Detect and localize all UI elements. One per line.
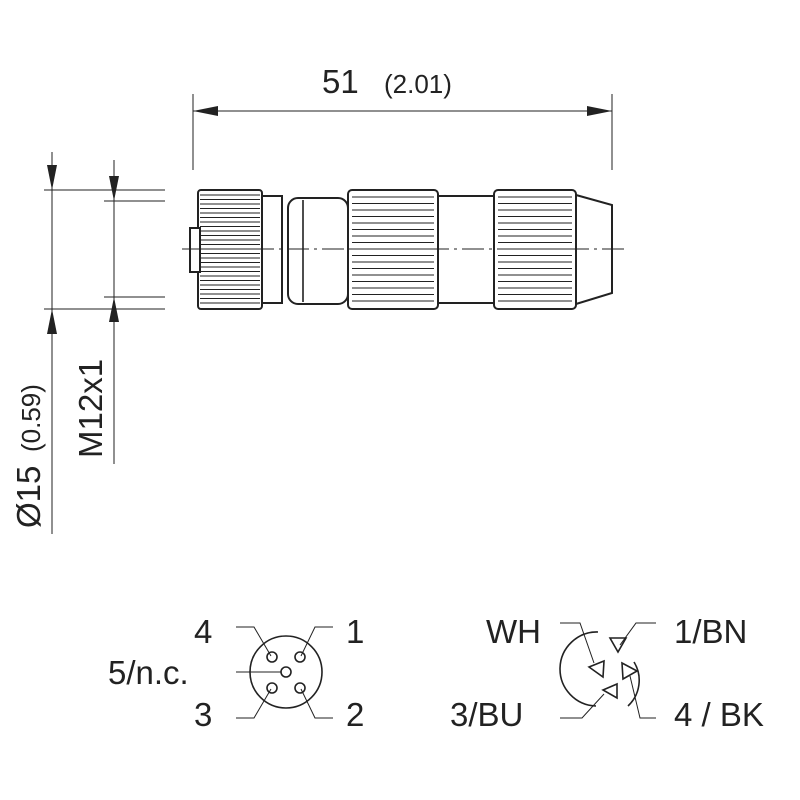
pin-5-label: 5/n.c.: [108, 654, 189, 691]
arrowhead-diameter-bottom: [47, 309, 57, 334]
wire-face-arc-right: [627, 661, 640, 707]
diameter-value: Ø15: [10, 466, 47, 528]
arrowhead-left: [193, 106, 218, 116]
length-value: 51: [322, 63, 359, 100]
bu-leader: [560, 693, 605, 719]
diameter-inch-value: (0.59): [16, 384, 46, 452]
pin-4-leader: [236, 626, 272, 657]
length-dimension: 51 (2.01): [192, 63, 613, 170]
socket-face: [189, 227, 201, 273]
thread-dimension: M12x1: [72, 160, 165, 464]
pin-2-leader: [300, 688, 333, 719]
pin-3-leader: [236, 688, 272, 719]
pin-3-label: 3: [194, 696, 212, 733]
bu-label: 3/BU: [450, 696, 523, 733]
bk-label: 4 / BK: [674, 696, 764, 733]
thread-value: M12x1: [72, 359, 109, 458]
arrowhead-thread-top: [109, 176, 119, 201]
bn-leader: [619, 622, 656, 646]
pin-3-dot: [266, 682, 278, 694]
bn-label: 1/BN: [674, 613, 747, 650]
pin-5-dot: [280, 666, 292, 678]
coupling-nut-knurling: [200, 194, 260, 304]
wh-leader: [560, 622, 595, 664]
knurled-sleeve-front-ribs: [352, 196, 434, 302]
pin-2-label: 2: [346, 696, 364, 733]
pin-4-label: 4: [194, 613, 212, 650]
pin-2-dot: [294, 682, 306, 694]
wh-label: WH: [486, 613, 541, 650]
pin-4-dot: [266, 651, 278, 663]
pin-1-leader: [300, 626, 333, 657]
bk-leader: [629, 675, 656, 719]
wire-face-arc-left: [559, 631, 599, 707]
length-inch-value: (2.01): [384, 69, 452, 99]
diameter-dimension: Ø15 (0.59): [10, 152, 165, 534]
contact-bu-triangle: [601, 682, 618, 700]
contact-bk-triangle: [621, 661, 639, 681]
pin-1-label: 1: [346, 613, 364, 650]
knurled-sleeve-rear-ribs: [498, 196, 572, 302]
pin-number-layout: 4 1 5/n.c. 3 2: [108, 613, 364, 733]
smooth-body: [287, 197, 349, 305]
pin-1-dot: [294, 651, 306, 663]
arrowhead-thread-bottom: [109, 297, 119, 322]
contact-wh-triangle: [587, 659, 605, 679]
arrowhead-right: [587, 106, 612, 116]
wire-color-layout: WH 1/BN 3/BU 4 / BK: [450, 613, 764, 733]
arrowhead-diameter-top: [47, 165, 57, 190]
contact-bn-triangle: [608, 637, 628, 654]
connector-side-view: [182, 189, 624, 310]
